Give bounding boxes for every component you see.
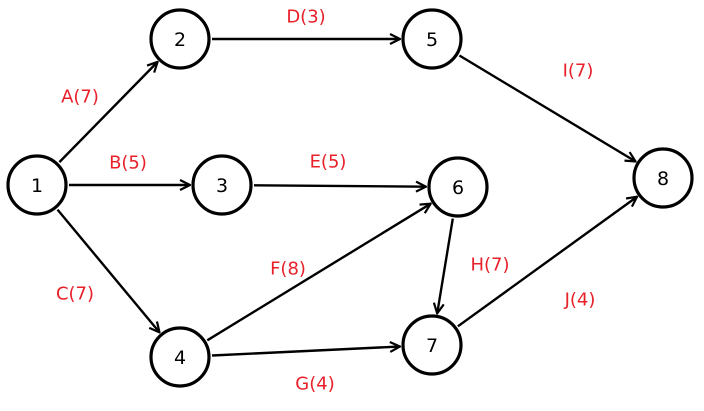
node-8: 8	[632, 147, 694, 209]
edges-layer	[56, 39, 638, 357]
edge-label-1-4: C(7)	[56, 284, 94, 305]
node-circle-2	[149, 8, 211, 70]
node-circle-4	[149, 326, 211, 388]
edge-label-3-6: E(5)	[310, 152, 347, 173]
edge-label-5-8: I(7)	[563, 61, 594, 82]
edge-label-4-6: F(8)	[270, 259, 306, 280]
node-label-7: 7	[426, 335, 438, 357]
edge-5-8	[458, 54, 635, 162]
edge-label-1-2: A(7)	[61, 87, 99, 108]
edge-label-1-3: B(5)	[109, 153, 147, 174]
node-label-5: 5	[426, 29, 438, 51]
nodes-layer: 1 2 3 4 5 6 7 8	[6, 8, 694, 388]
edge-label-6-7: H(7)	[470, 255, 509, 276]
edge-7-8	[457, 197, 637, 328]
edge-label-4-7: G(4)	[295, 374, 334, 395]
edge-3-6	[253, 185, 426, 186]
edge-1-2	[58, 62, 157, 163]
edge-label-2-5: D(3)	[286, 7, 325, 28]
node-circle-8	[632, 147, 694, 209]
node-label-1: 1	[31, 175, 43, 197]
node-6: 6	[427, 156, 489, 218]
node-label-2: 2	[174, 29, 186, 51]
node-label-3: 3	[216, 175, 228, 197]
node-4: 4	[149, 326, 211, 388]
edge-label-7-8: J(4)	[564, 290, 596, 311]
node-3: 3	[191, 154, 253, 216]
edge-4-6	[206, 204, 430, 342]
node-7: 7	[401, 314, 463, 376]
node-circle-3	[191, 154, 253, 216]
edge-1-4	[56, 208, 160, 333]
edge-4-7	[211, 347, 400, 357]
node-2: 2	[149, 8, 211, 70]
node-circle-1	[6, 154, 68, 216]
node-circle-6	[427, 156, 489, 218]
node-5: 5	[401, 8, 463, 70]
node-circle-5	[401, 8, 463, 70]
node-1: 1	[6, 154, 68, 216]
node-label-4: 4	[174, 347, 186, 369]
node-label-8: 8	[657, 168, 669, 190]
node-label-6: 6	[452, 177, 464, 199]
node-circle-7	[401, 314, 463, 376]
edge-labels-layer: A(7) B(5) C(7) D(3) E(5) F(8) G(4) H(7) I(7) J(4)	[56, 7, 595, 395]
edge-6-7	[437, 218, 454, 314]
